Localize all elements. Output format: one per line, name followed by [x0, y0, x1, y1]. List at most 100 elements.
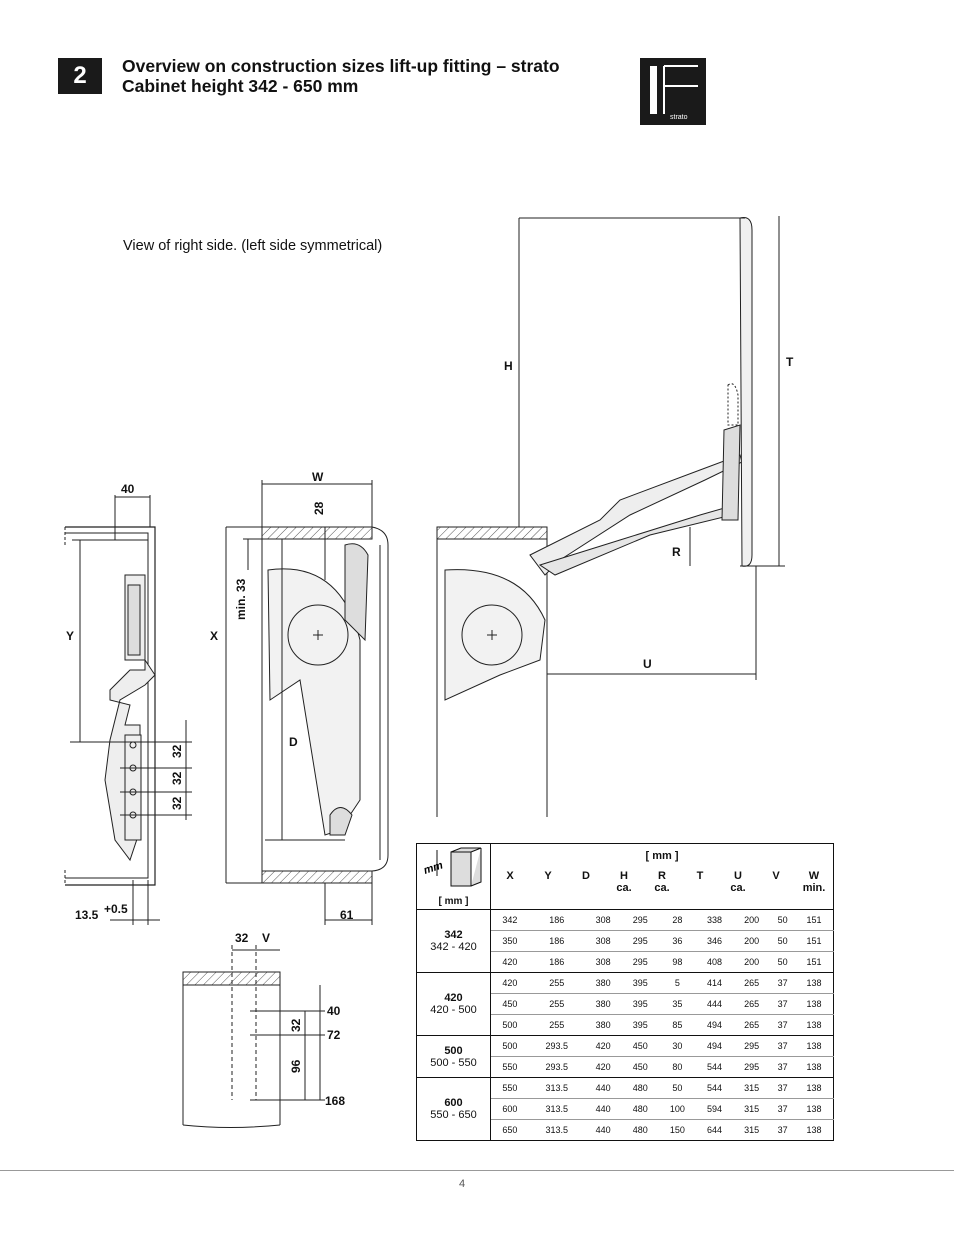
table-cell: 50 [777, 915, 788, 925]
page-title: Overview on construction sizes lift-up f… [122, 56, 560, 96]
table-cell: 315 [733, 1098, 771, 1120]
table-cell: 308 [595, 915, 611, 925]
table-cell: 265 [733, 993, 771, 1015]
table-cell: 414 [707, 978, 723, 988]
column-header-x: X [506, 870, 514, 882]
table-cell: 265 [733, 1014, 771, 1036]
table-cell: 85 [658, 1014, 696, 1036]
table-cell: 450 [490, 993, 529, 1015]
size-group-range: 420 - 500 [430, 1004, 477, 1016]
table-cell: 138 [795, 1098, 834, 1120]
table-cell: 151 [795, 930, 834, 952]
table-cell: 36 [658, 930, 696, 952]
table-cell: 50 [770, 951, 796, 973]
table-cell: 295 [744, 1041, 760, 1051]
table-cell: 380 [584, 993, 622, 1015]
technical-drawing: H T R U W X Y D 40 28 min. 33 32 32 32 1… [64, 216, 794, 1128]
strato-logo: strato [640, 58, 706, 125]
table-cell: 444 [695, 993, 734, 1015]
table-cell: 420 [584, 1056, 622, 1078]
table-cell: 151 [795, 951, 834, 973]
label-72: 72 [327, 1028, 341, 1042]
table-cell: 315 [733, 1119, 771, 1141]
table-cell: 37 [777, 978, 788, 988]
table-cell: 420 [502, 978, 518, 988]
table-cell: 293.5 [528, 1056, 585, 1078]
label-h: H [504, 359, 513, 373]
corner-unit: [ mm ] [438, 896, 469, 907]
table-cell: 550 [502, 1083, 518, 1093]
table-cell: 380 [595, 978, 611, 988]
label-40b: 40 [327, 1004, 341, 1018]
label-61: 61 [340, 908, 354, 922]
table-cell: 313.5 [528, 1119, 585, 1141]
table-cell: 440 [595, 1083, 611, 1093]
table-cell: 37 [770, 1098, 796, 1120]
table-cell: 151 [806, 915, 822, 925]
label-plus-0-5: +0.5 [104, 902, 128, 916]
label-32b: 32 [170, 771, 184, 785]
column-header-v: V [772, 870, 780, 882]
view-note: View of right side. (left side symmetric… [123, 238, 383, 254]
table-cell: 37 [777, 1083, 788, 1093]
table-cell: 544 [707, 1083, 723, 1093]
table-cell: 35 [658, 993, 696, 1015]
left-side-view [64, 495, 192, 925]
table-cell: 255 [549, 978, 565, 988]
logo-text: strato [670, 114, 688, 121]
table-cell: 295 [632, 915, 648, 925]
table-cell: 265 [744, 978, 760, 988]
table-cell: 37 [770, 1119, 796, 1141]
table-cell: 440 [584, 1098, 622, 1120]
table-cell: 450 [621, 1056, 659, 1078]
label-28: 28 [312, 501, 326, 515]
table-cell: 346 [695, 930, 734, 952]
table-cell: 395 [621, 1014, 659, 1036]
column-header-t: T [696, 870, 704, 882]
label-r: R [672, 545, 681, 559]
table-cell: 594 [695, 1098, 734, 1120]
table-cell: 255 [528, 1014, 585, 1036]
table-cell: 37 [770, 1014, 796, 1036]
label-d: D [289, 735, 298, 749]
table-cell: 138 [795, 993, 834, 1015]
label-32a: 32 [170, 744, 184, 758]
table-cell: 138 [795, 1014, 834, 1036]
table-cell: 544 [695, 1056, 734, 1078]
column-header-d: D [582, 870, 590, 882]
table-cell: 186 [549, 915, 565, 925]
section-badge: 2 [58, 58, 102, 94]
table-cell: 420 [595, 1041, 611, 1051]
table-cell: 30 [672, 1041, 683, 1051]
label-min33: min. 33 [234, 578, 248, 620]
table-cell: 295 [621, 930, 659, 952]
table-cell: 480 [621, 1119, 659, 1141]
table-cell: 50 [672, 1083, 683, 1093]
label-w: W [312, 470, 324, 484]
table-cell: 350 [490, 930, 529, 952]
icon-unit-text: mm [422, 859, 445, 877]
table-cell: 138 [806, 1041, 822, 1051]
table-cell: 494 [707, 1041, 723, 1051]
table-cell: 308 [584, 930, 622, 952]
table-cell: 500 [502, 1041, 518, 1051]
strato-logo-mark [650, 65, 698, 114]
label-u: U [643, 657, 652, 671]
label-32d: 32 [289, 1018, 303, 1032]
label-40: 40 [121, 482, 135, 496]
table-cell: 408 [695, 951, 734, 973]
size-group-range: 342 - 420 [430, 941, 477, 953]
